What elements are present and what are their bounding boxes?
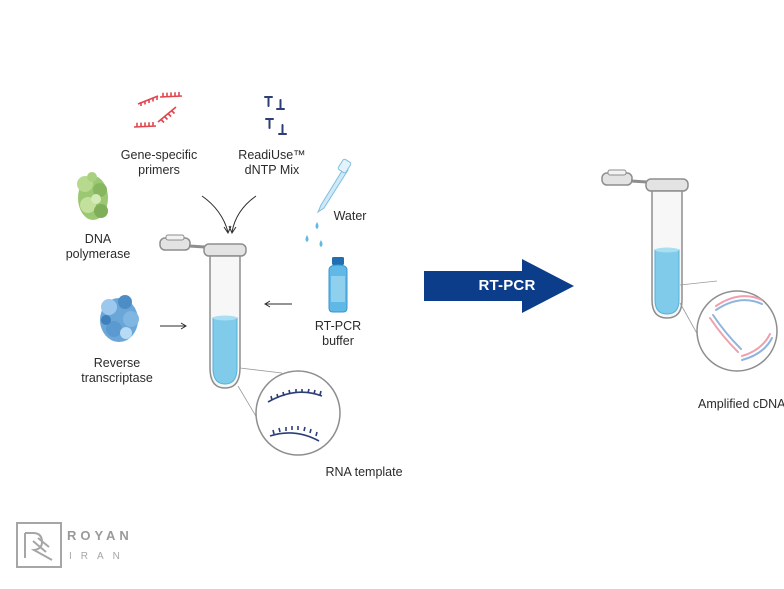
water-label: Water: [333, 209, 367, 223]
amplified-cdna-label: Amplified cDNA: [698, 397, 784, 411]
buffer-bottle-icon: [328, 257, 348, 313]
dntp-icon: [264, 96, 287, 135]
tube-right: [601, 169, 689, 319]
reverse-transcriptase-icon: [100, 295, 139, 342]
buffer-label: RT-PCR buffer: [314, 319, 362, 348]
water-drops-icon: [305, 222, 323, 247]
amplified-cdna-circle: [696, 290, 778, 372]
royan-logo-icon: [16, 522, 62, 568]
dna-polymerase-label: DNA polymerase: [65, 232, 131, 261]
input-arrows: [160, 195, 292, 330]
rna-template-circle: [255, 370, 341, 456]
reverse-transcriptase-label: Reverse transcriptase: [81, 356, 153, 385]
rna-template-label: RNA template: [325, 465, 403, 479]
logo-name: ROYAN: [67, 528, 133, 543]
tube-left: [159, 234, 247, 389]
dna-polymerase-icon: [77, 172, 108, 220]
primers-icon: [133, 92, 183, 128]
rt-pcr-arrow: [424, 259, 574, 313]
dntp-label: ReadiUse™ dNTP Mix: [238, 148, 306, 177]
logo-subtitle: IRAN: [69, 551, 129, 562]
rt-pcr-process-label: RT-PCR: [478, 277, 536, 294]
zoom-lines-left: [237, 367, 283, 419]
primers-label: Gene-specific primers: [120, 148, 198, 177]
pipette-icon: [316, 158, 352, 214]
